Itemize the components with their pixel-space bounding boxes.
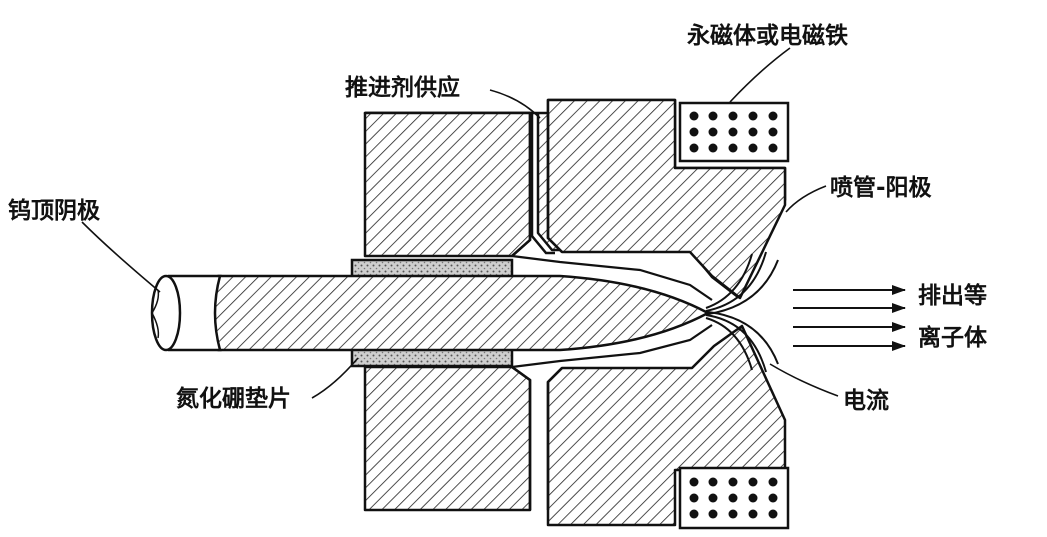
current-arc-lower-2 [705,314,767,373]
propellant-channel-upper [511,113,563,257]
current-arc-lower-1 [705,317,753,371]
anode-lower-right [546,324,787,527]
anode-lower-left [363,365,532,512]
magnet-lower [678,466,790,530]
label-spacer: 氮化硼垫片 [176,385,291,412]
current-arc-lower-3 [707,311,779,365]
magnet-upper [678,101,790,163]
leader-nozzle [785,185,827,213]
leader-propellant [489,89,541,119]
current-arc-upper-3 [707,259,779,315]
leader-cathode [81,221,161,293]
label-exhaust-1: 排出等 [918,282,987,309]
cathode-rod [212,274,710,352]
chamber-upper-wall [511,254,713,301]
anode-upper-left [363,111,532,258]
label-exhaust-2: 离子体 [918,324,988,351]
label-cathode: 钨顶阴极 [8,198,100,224]
cathode-end [150,274,182,352]
cathode-break-line [151,289,160,339]
label-propellant: 推进剂供应 [345,74,460,101]
label-magnet: 永磁体或电磁铁 [687,22,848,49]
leader-spacer [311,357,359,399]
current-arc-upper-2 [705,251,767,312]
leader-magnet [729,47,791,103]
chamber-lower-wall [511,324,713,369]
cathode-cylinder [168,274,222,352]
label-nozzle-anode: 喷管-阳极 [830,174,932,201]
label-current: 电流 [843,387,889,414]
leader-current [769,363,839,397]
propellant-channel-lower [511,365,563,510]
current-arc-upper-1 [705,253,753,309]
